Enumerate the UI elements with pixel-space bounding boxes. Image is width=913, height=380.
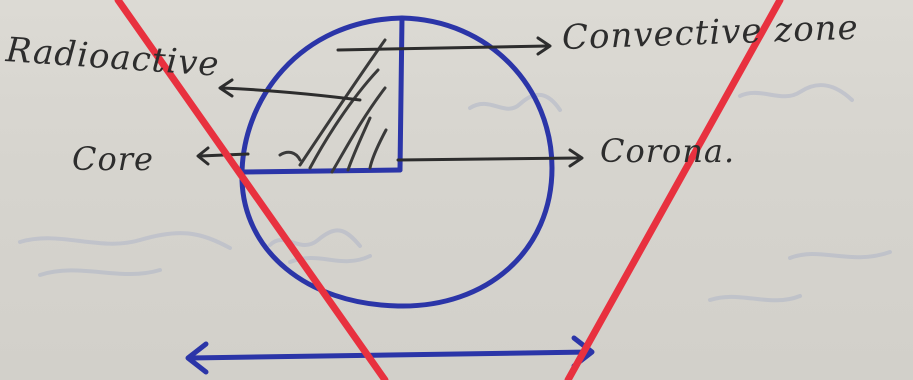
arrowhead-convective (536, 36, 552, 56)
label-corona: Corona. (600, 132, 736, 170)
horizontal-quadrant-line (241, 167, 403, 175)
arrow-radioactive (220, 86, 362, 102)
arrowhead-core (196, 146, 210, 166)
bleed-through-writing (18, 83, 892, 303)
red-line-right (564, 0, 784, 380)
diameter-arrow (185, 335, 595, 375)
sun-circle (239, 15, 555, 309)
label-core: Core (72, 140, 154, 178)
arrow-corona (396, 156, 582, 162)
arrowhead-radioactive (218, 78, 234, 98)
red-cross-out (114, 0, 784, 380)
arrowhead-corona (568, 148, 584, 168)
red-line-left (114, 0, 389, 380)
vertical-quadrant-line (397, 15, 405, 173)
arrow-convective (336, 44, 550, 52)
